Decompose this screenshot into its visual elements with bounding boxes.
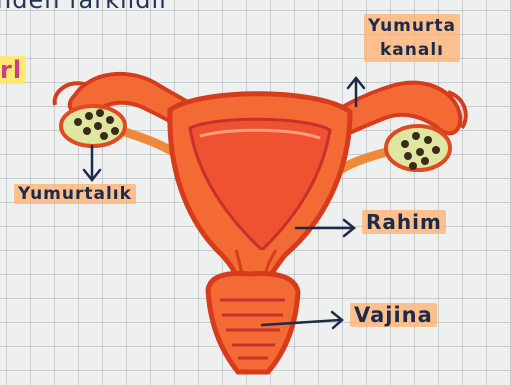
label-fallopian-tube: Yumurta kanalı xyxy=(364,14,460,62)
left-ovary xyxy=(61,106,125,146)
label-uterus: Rahim xyxy=(362,210,446,234)
ovary-arrow xyxy=(84,146,100,180)
label-fallopian-tube-line2: kanalı xyxy=(368,38,456,62)
right-ovary xyxy=(386,126,450,170)
label-fallopian-tube-line1: Yumurta xyxy=(368,14,456,38)
label-vagina: Vajina xyxy=(350,303,437,327)
label-ovary: Yumurtalık xyxy=(14,184,136,204)
